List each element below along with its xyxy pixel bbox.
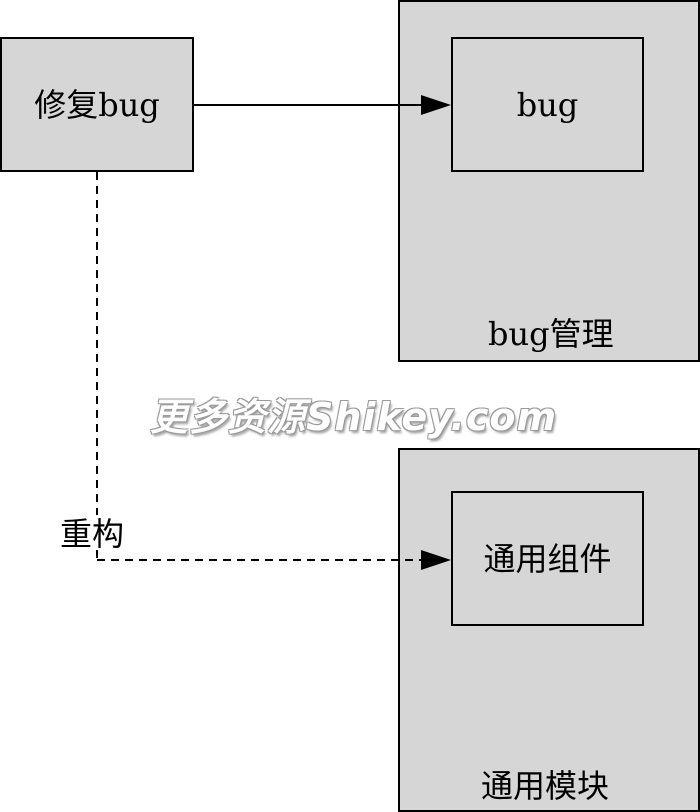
common-component-node: 通用组件 xyxy=(451,491,644,626)
bug-module-label: bug管理 xyxy=(488,315,614,353)
refactor-arrowhead xyxy=(421,550,451,570)
refactor-edge-label: 重构 xyxy=(58,515,127,553)
fix-bug-label: 修复bug xyxy=(34,85,160,124)
common-component-label: 通用组件 xyxy=(483,539,612,578)
watermark-text: 更多资源Shikey.com xyxy=(150,395,558,439)
fix-bug-to-bug-arrowhead xyxy=(421,95,451,115)
fix-bug-node: 修复bug xyxy=(0,37,194,172)
common-module-label: 通用模块 xyxy=(481,767,610,805)
bug-node-label: bug xyxy=(516,85,579,124)
bug-node: bug xyxy=(451,37,644,172)
